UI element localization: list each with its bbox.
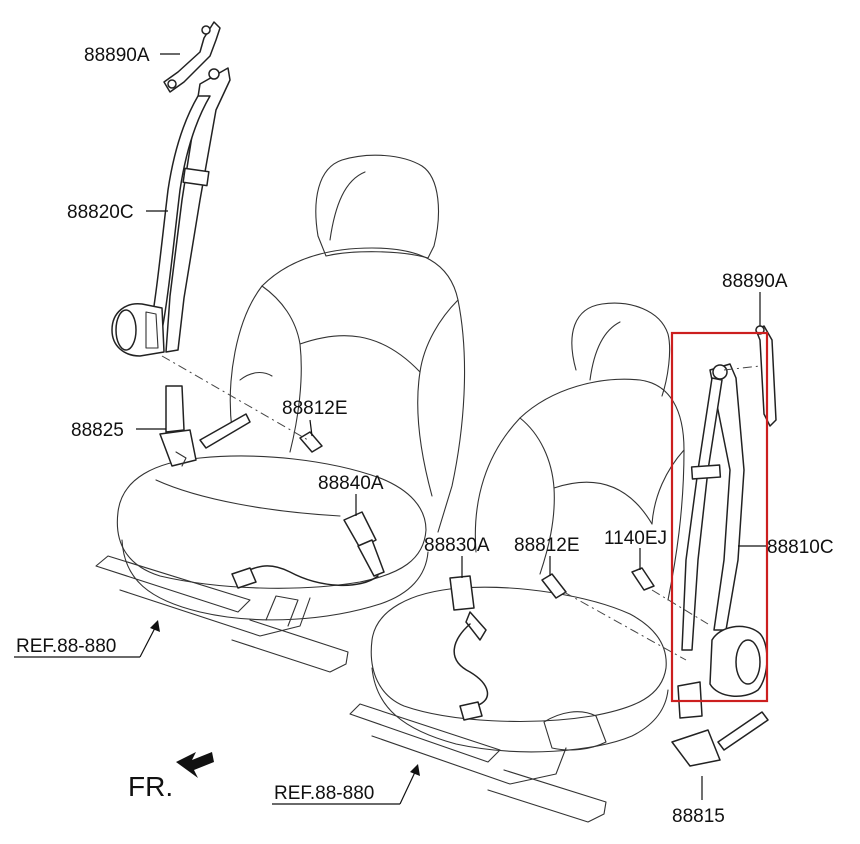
label-bolt-small: 1140EJ (604, 528, 667, 549)
label-bolt-front: 88812E (282, 398, 348, 419)
front-retractor (111, 303, 165, 357)
center-buckle-assembly (231, 511, 385, 589)
rear-bolt (541, 573, 567, 599)
rear-bolts (541, 567, 655, 599)
center-buckle-2-assembly (449, 575, 489, 721)
fr-direction-arrow-icon (176, 752, 214, 778)
label-right-buckle: 88815 (672, 806, 725, 827)
right-seat-belt-assembly (671, 325, 777, 767)
label-bolt-rear: 88812E (514, 535, 580, 556)
left-seat (95, 154, 466, 673)
label-center-buckle-2: 88830A (424, 535, 490, 556)
label-ref-rear: REF.88-880 (274, 783, 374, 804)
label-right-anchor: 88890A (722, 271, 788, 292)
label-center-buckle: 88840A (318, 473, 384, 494)
label-front-buckle: 88825 (71, 420, 124, 441)
front-bolt (299, 431, 323, 453)
label-right-seat-belt: 88810C (767, 537, 834, 558)
right-retractor (709, 625, 768, 697)
front-seat-belt-assembly (111, 21, 323, 467)
center-buckle-2-head (449, 575, 475, 611)
label-front-seat-belt: 88820C (67, 202, 134, 223)
label-rear-anchor-top: 88890A (84, 45, 150, 66)
right-seat (349, 302, 685, 823)
front-buckle (165, 385, 185, 433)
highlight-box (670, 331, 769, 703)
upper-anchor-bracket (163, 21, 221, 93)
label-fr: FR. (128, 771, 173, 802)
small-bolt (631, 567, 655, 591)
label-ref-front: REF.88-880 (16, 636, 116, 657)
